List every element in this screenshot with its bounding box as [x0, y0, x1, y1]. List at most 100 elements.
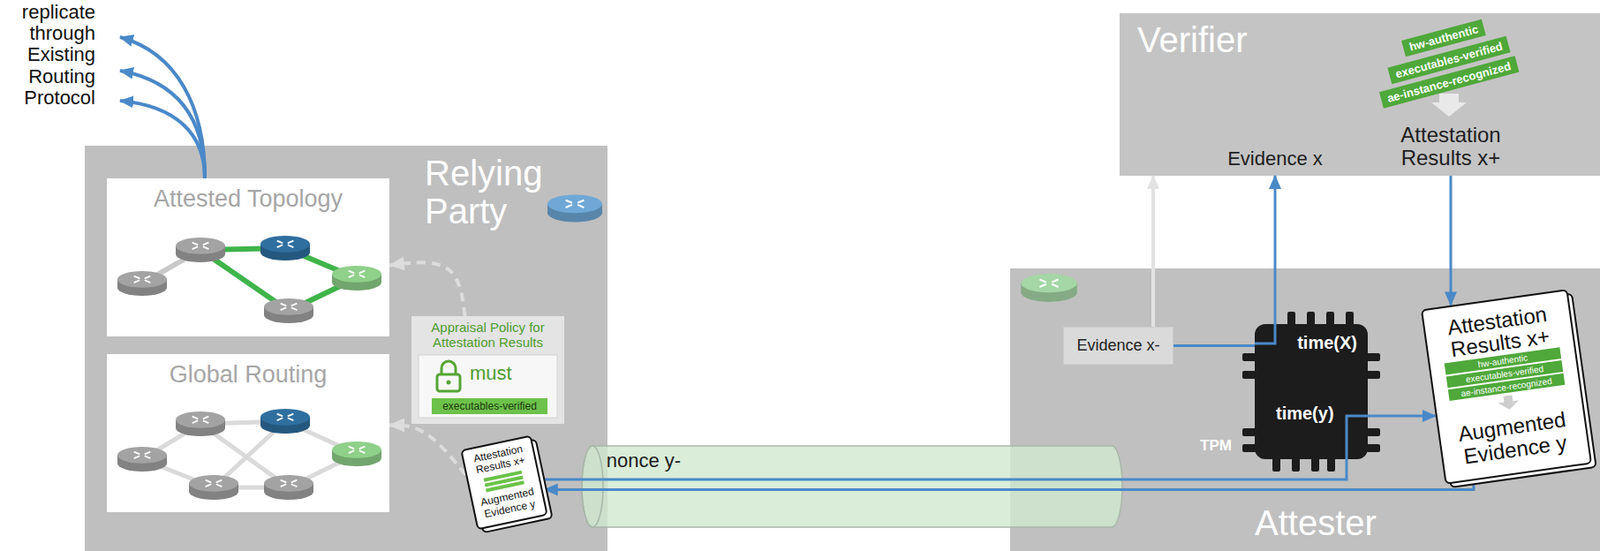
tunnel — [581, 445, 604, 528]
attested-topology-routers — [117, 271, 167, 296]
small-document: Attestation Results x+ Augmented Evidence… — [460, 434, 548, 530]
policy-box-drawing — [418, 354, 558, 418]
small-document-text: Augmented Evidence y — [475, 485, 542, 521]
global-routing-links — [142, 421, 357, 488]
evidence-box: Evidence x- — [1063, 326, 1174, 365]
tpm-chip: time(X)time(y)TPM — [1254, 324, 1368, 460]
tpm-chip-drawing — [1366, 370, 1381, 379]
router-icon — [547, 195, 603, 223]
connector — [1151, 175, 1155, 327]
evidence-box-text: Evidence x- — [1076, 336, 1160, 355]
annotation: replicate through Existing Routing Proto… — [3, 1, 96, 109]
topology-backgrounds — [106, 354, 390, 513]
replicate-arrows — [120, 100, 205, 179]
tpm-chip-drawing — [1366, 444, 1381, 453]
attester-panel: Attester Evidence x-time(X) time(y) TPM Atte… — [1010, 268, 1600, 551]
derivation-arrow — [1497, 394, 1521, 412]
document-decoration — [1494, 393, 1524, 412]
policy-claim-bar: executables-verified — [431, 398, 548, 415]
replicate-arrows — [120, 37, 205, 179]
policy-box-drawing — [411, 316, 565, 424]
tpm-chip-drawing — [1327, 457, 1336, 472]
replicate-arrows — [120, 37, 205, 179]
policy-box-drawing — [411, 316, 565, 424]
tpm-chip-drawing — [1242, 428, 1257, 437]
verifier-panel-text: Verifier — [1137, 20, 1248, 61]
connector-label: Evidence x — [1227, 147, 1323, 171]
global-routing-routers — [264, 475, 314, 500]
policy-box-drawing — [437, 374, 461, 392]
connector — [389, 425, 466, 476]
connector — [389, 262, 466, 317]
tpm-chip-drawing — [1272, 457, 1281, 472]
tpm-chip-text: time(X) — [1297, 332, 1358, 354]
attested-topology-routers — [264, 298, 314, 324]
connector — [1449, 175, 1453, 305]
attested-topology-links — [142, 248, 357, 311]
attested-topology-routers — [332, 265, 382, 291]
global-routing-routers — [175, 411, 226, 437]
topology-backgrounds — [106, 178, 390, 513]
tpm-chip-drawing — [1306, 311, 1315, 326]
tpm-chip-drawing — [1311, 457, 1320, 472]
tpm-internal-wires — [1254, 324, 1368, 460]
policy-box-drawing — [441, 361, 456, 375]
connector — [1367, 415, 1436, 418]
topology-box: Global Routing — [106, 354, 390, 513]
small-document-text: Attestation Results x+ — [467, 442, 533, 478]
replicate-arrows — [120, 70, 205, 179]
tpm-chip-drawing — [1287, 311, 1296, 326]
connector — [544, 473, 1474, 490]
policy-box-drawing — [446, 380, 452, 385]
topology-box-text: Attested Topology — [106, 185, 390, 213]
tpm-chip-text: TPM — [1200, 437, 1232, 455]
tpm-internal-wires — [1254, 324, 1276, 344]
tpm-chip-drawing — [1242, 311, 1381, 472]
tpm-chip-drawing — [1242, 444, 1257, 453]
global-routing-routers — [260, 408, 310, 434]
topology-backgrounds — [106, 178, 390, 337]
topology-box: Attested Topology — [106, 178, 390, 337]
connector — [1274, 175, 1277, 325]
tpm-chip-drawing — [1366, 428, 1381, 437]
router-icon — [1020, 273, 1078, 302]
tunnel — [581, 445, 1123, 528]
panels — [1119, 13, 1600, 176]
panels — [84, 145, 608, 551]
connector — [1173, 344, 1255, 348]
tpm-chip-drawing — [1242, 353, 1257, 362]
policy-box-text: must — [469, 362, 513, 385]
relying-party-panel-text: Relying Party — [424, 154, 571, 231]
attested-topology-routers — [175, 237, 226, 263]
global-routing-routers — [188, 475, 239, 500]
global-routing-routers — [117, 408, 382, 500]
tunnel — [581, 445, 1123, 528]
tpm-chip-text: time(y) — [1275, 403, 1335, 424]
connector-label: nonce y- — [606, 449, 681, 473]
tpm-internal-wires — [1346, 415, 1368, 460]
connector-label: Attestation Results x+ — [1384, 123, 1517, 171]
global-routing-routers — [332, 441, 382, 467]
tpm-chip-drawing — [1345, 311, 1354, 326]
verifier-panel: Verifierhw-authenticexecutables-verified… — [1119, 13, 1600, 176]
policy-claim-bar-text: executables-verified — [431, 400, 548, 413]
large-document: Attestation Results x+Augmented Evidence… — [1420, 288, 1593, 484]
tpm-chip-drawing — [1366, 353, 1381, 362]
topology-box-text: Global Routing — [106, 361, 390, 389]
tpm-chip-drawing — [1291, 457, 1300, 472]
large-document-text: Augmented Evidence y — [1447, 407, 1580, 469]
derivation-arrow — [1431, 93, 1467, 117]
attester-panel-text: Attester — [1254, 503, 1377, 544]
panels — [84, 13, 1600, 551]
policy-box: Appraisal Policy for Attestation Results… — [411, 316, 565, 424]
claim-bar — [485, 481, 525, 493]
relying-party-panel: Relying Party Attested TopologyGlobal Rou… — [84, 145, 608, 551]
attested-topology-routers — [117, 235, 382, 324]
tpm-chip-drawing — [1326, 311, 1335, 326]
global-routing-routers — [117, 446, 167, 472]
attested-topology-routers — [260, 235, 310, 261]
tpm-chip-drawing — [1242, 370, 1257, 379]
